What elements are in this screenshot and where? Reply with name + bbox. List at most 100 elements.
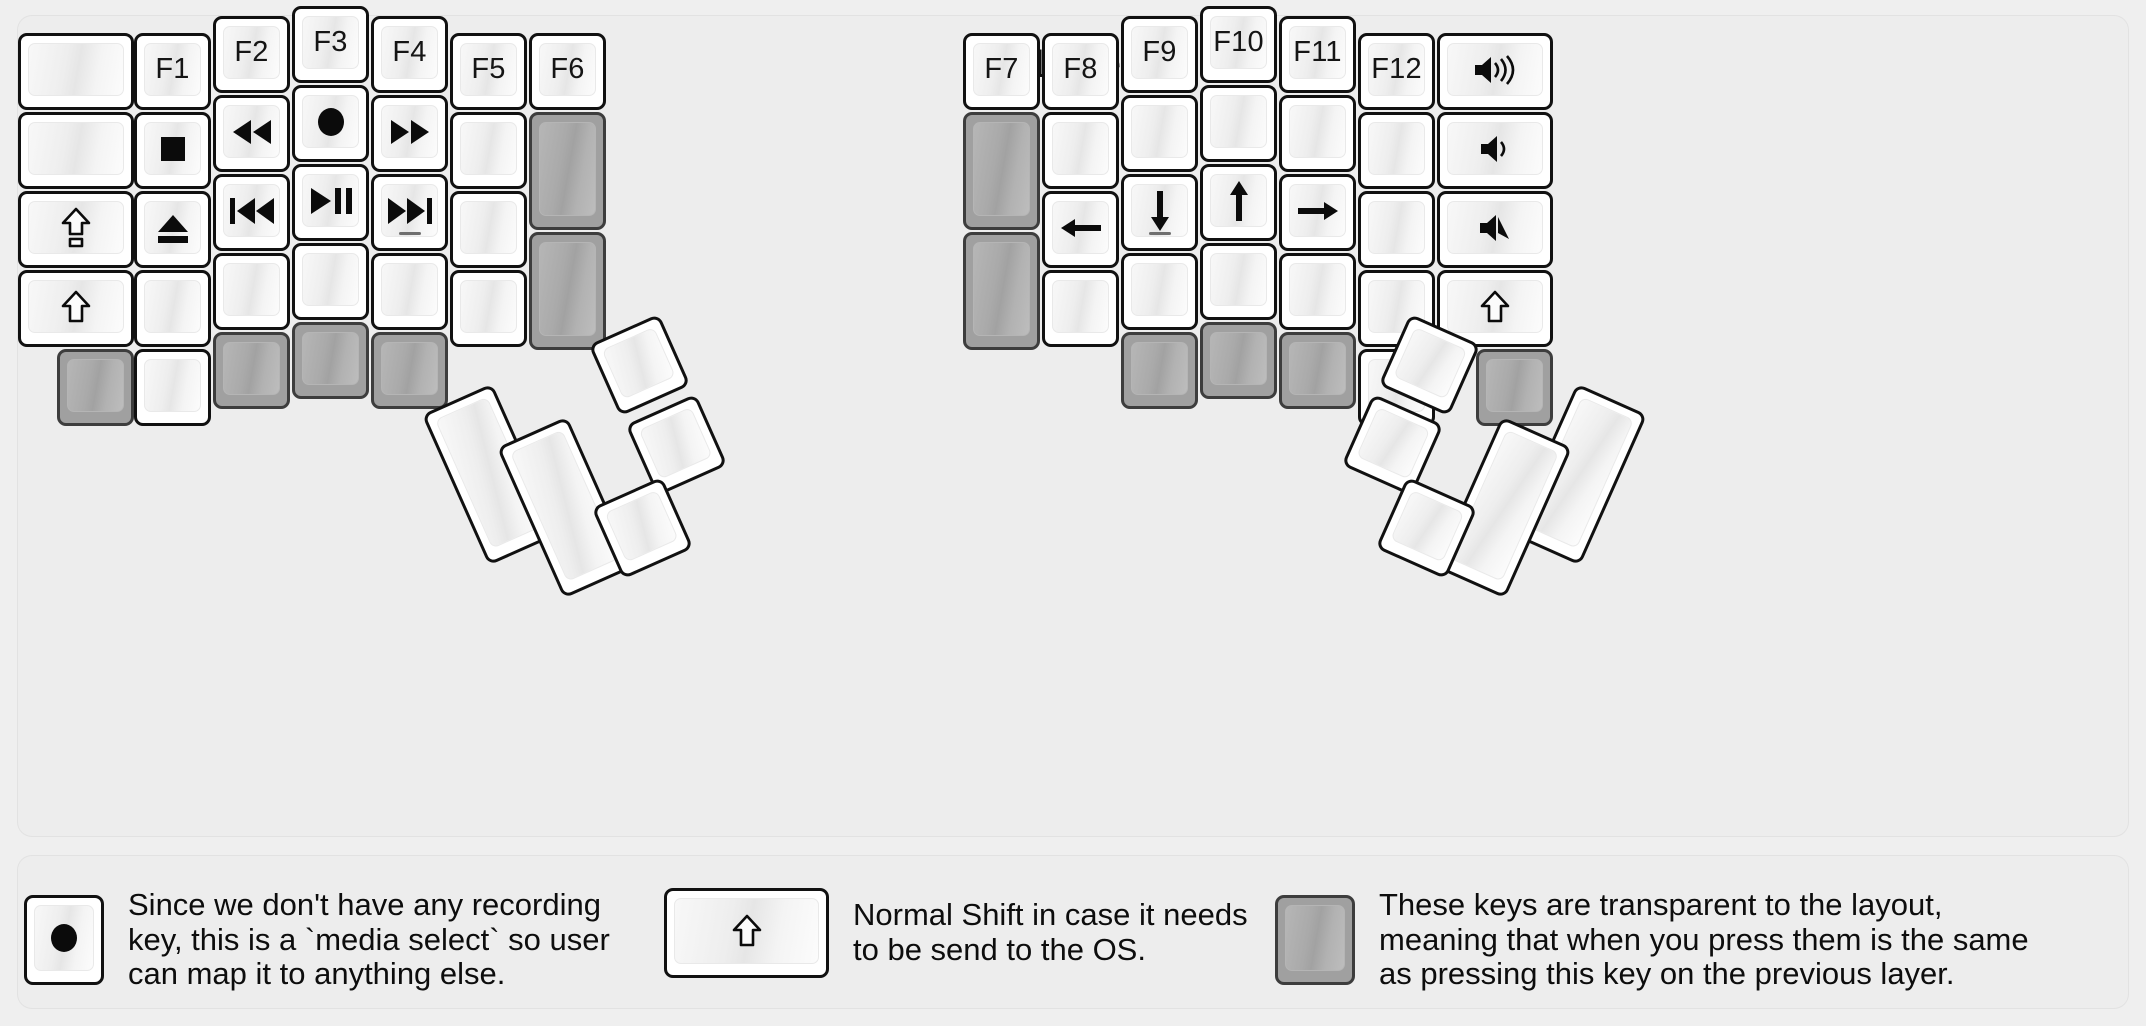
- key-right-ring-3[interactable]: [1279, 253, 1356, 330]
- keycap-face: [539, 242, 596, 336]
- key-left-inner-1-2[interactable]: [450, 191, 527, 268]
- key-left-pinky-outer-2[interactable]: [18, 191, 134, 268]
- key-left-pinky-3[interactable]: [134, 270, 211, 347]
- key-right-ring-0[interactable]: F11: [1279, 16, 1356, 93]
- arrow-left-icon: [1059, 215, 1103, 241]
- key-left-index-2[interactable]: [371, 174, 448, 251]
- keycap-face: [604, 489, 679, 563]
- legend-description-0: Since we don't have any recording key, t…: [128, 887, 610, 992]
- keycap-face: [1390, 489, 1465, 563]
- key-right-inner-1-1[interactable]: [1042, 112, 1119, 189]
- key-left-pinky-0[interactable]: F1: [134, 33, 211, 110]
- keycap-face: [973, 122, 1030, 216]
- key-left-pinky-outer-0[interactable]: [18, 33, 134, 110]
- keycap-face: [1131, 105, 1188, 158]
- legend-sample-keycap-face: [674, 898, 819, 964]
- key-right-index-0[interactable]: F9: [1121, 16, 1198, 93]
- key-right-index-2[interactable]: [1121, 174, 1198, 251]
- key-left-pinky-1[interactable]: [134, 112, 211, 189]
- key-right-middle-4[interactable]: [1200, 322, 1277, 399]
- key-left-middle-3[interactable]: [292, 243, 369, 320]
- keycap-label: F9: [1142, 36, 1177, 68]
- key-left-index-3[interactable]: [371, 253, 448, 330]
- keycap-face: [223, 184, 280, 237]
- key-right-inner-1-3[interactable]: [1042, 270, 1119, 347]
- key-left-pinky-outer-1[interactable]: [18, 112, 134, 189]
- keycap-face: [302, 95, 359, 148]
- media-rewind-icon: [231, 118, 273, 146]
- key-right-inner-2-2[interactable]: [963, 232, 1040, 350]
- keycap-face: [223, 105, 280, 158]
- key-left-inner-2-1[interactable]: [529, 112, 606, 230]
- key-left-ring-3[interactable]: [213, 253, 290, 330]
- key-right-pinky-2[interactable]: [1358, 191, 1435, 268]
- key-left-index-1[interactable]: [371, 95, 448, 172]
- shift-up-arrow-icon: [732, 914, 762, 948]
- key-left-pinky-4[interactable]: [134, 349, 211, 426]
- key-right-middle-1[interactable]: [1200, 85, 1277, 162]
- keycap-face: [1210, 253, 1267, 306]
- key-left-inner-2-2[interactable]: [529, 232, 606, 350]
- key-left-inner-1-0[interactable]: F5: [450, 33, 527, 110]
- key-right-inner-2-0[interactable]: F7: [963, 33, 1040, 110]
- media-stop-icon: [158, 134, 188, 164]
- key-left-ring-4[interactable]: [213, 332, 290, 409]
- key-right-inner-1-2[interactable]: [1042, 191, 1119, 268]
- key-left-middle-1[interactable]: [292, 85, 369, 162]
- key-left-pinky-outer-transparent[interactable]: [57, 349, 134, 426]
- keycap-face: [1131, 342, 1188, 395]
- keycap-face: [381, 184, 438, 237]
- key-left-middle-2[interactable]: [292, 164, 369, 241]
- key-left-index-0[interactable]: F4: [371, 16, 448, 93]
- key-right-ring-4[interactable]: [1279, 332, 1356, 409]
- keycap-face: [381, 342, 438, 395]
- keycap-face: F8: [1052, 43, 1109, 96]
- keycap-face: [1052, 201, 1109, 254]
- key-right-inner-1-0[interactable]: F8: [1042, 33, 1119, 110]
- keycap-face: [28, 201, 124, 254]
- caps-lock-shift-icon: [61, 207, 91, 249]
- key-right-index-4[interactable]: [1121, 332, 1198, 409]
- key-left-middle-4[interactable]: [292, 322, 369, 399]
- key-left-index-4[interactable]: [371, 332, 448, 409]
- key-right-index-1[interactable]: [1121, 95, 1198, 172]
- key-left-ring-2[interactable]: [213, 174, 290, 251]
- key-left-inner-2-0[interactable]: F6: [529, 33, 606, 110]
- key-left-inner-1-3[interactable]: [450, 270, 527, 347]
- key-right-pinky-0[interactable]: F12: [1358, 33, 1435, 110]
- legend-description-2: These keys are transparent to the layout…: [1379, 887, 2029, 992]
- key-left-middle-0[interactable]: F3: [292, 6, 369, 83]
- arrow-up-icon: [1226, 179, 1252, 223]
- keycap-face: [381, 105, 438, 158]
- keycap-face: [223, 263, 280, 316]
- key-right-pinky-1[interactable]: [1358, 112, 1435, 189]
- key-right-ring-2[interactable]: [1279, 174, 1356, 251]
- keycap-face: [638, 406, 713, 480]
- key-left-pinky-2[interactable]: [134, 191, 211, 268]
- key-right-pinky-outer-2[interactable]: [1437, 191, 1553, 268]
- keycap-face: F1: [144, 43, 201, 96]
- keycap-face: [1368, 201, 1425, 254]
- keycap-label: F2: [234, 36, 269, 68]
- keycap-label: F10: [1213, 26, 1264, 58]
- keycap-face: F10: [1210, 16, 1267, 69]
- key-right-middle-0[interactable]: F10: [1200, 6, 1277, 83]
- key-right-ring-1[interactable]: [1279, 95, 1356, 172]
- key-right-middle-3[interactable]: [1200, 243, 1277, 320]
- keycap-face: [67, 359, 124, 412]
- key-right-pinky-outer-transparent[interactable]: [1476, 349, 1553, 426]
- keycap-face: [1131, 263, 1188, 316]
- key-left-inner-1-1[interactable]: [450, 112, 527, 189]
- key-left-ring-0[interactable]: F2: [213, 16, 290, 93]
- key-right-middle-2[interactable]: [1200, 164, 1277, 241]
- key-right-pinky-outer-0[interactable]: [1437, 33, 1553, 110]
- homing-bar-icon: [398, 232, 421, 235]
- legend-item-2: These keys are transparent to the layout…: [1275, 887, 2029, 992]
- key-left-pinky-outer-3[interactable]: [18, 270, 134, 347]
- keycap-face: F2: [223, 26, 280, 79]
- key-right-index-3[interactable]: [1121, 253, 1198, 330]
- key-right-pinky-outer-1[interactable]: [1437, 112, 1553, 189]
- key-right-inner-2-1[interactable]: [963, 112, 1040, 230]
- key-left-ring-1[interactable]: [213, 95, 290, 172]
